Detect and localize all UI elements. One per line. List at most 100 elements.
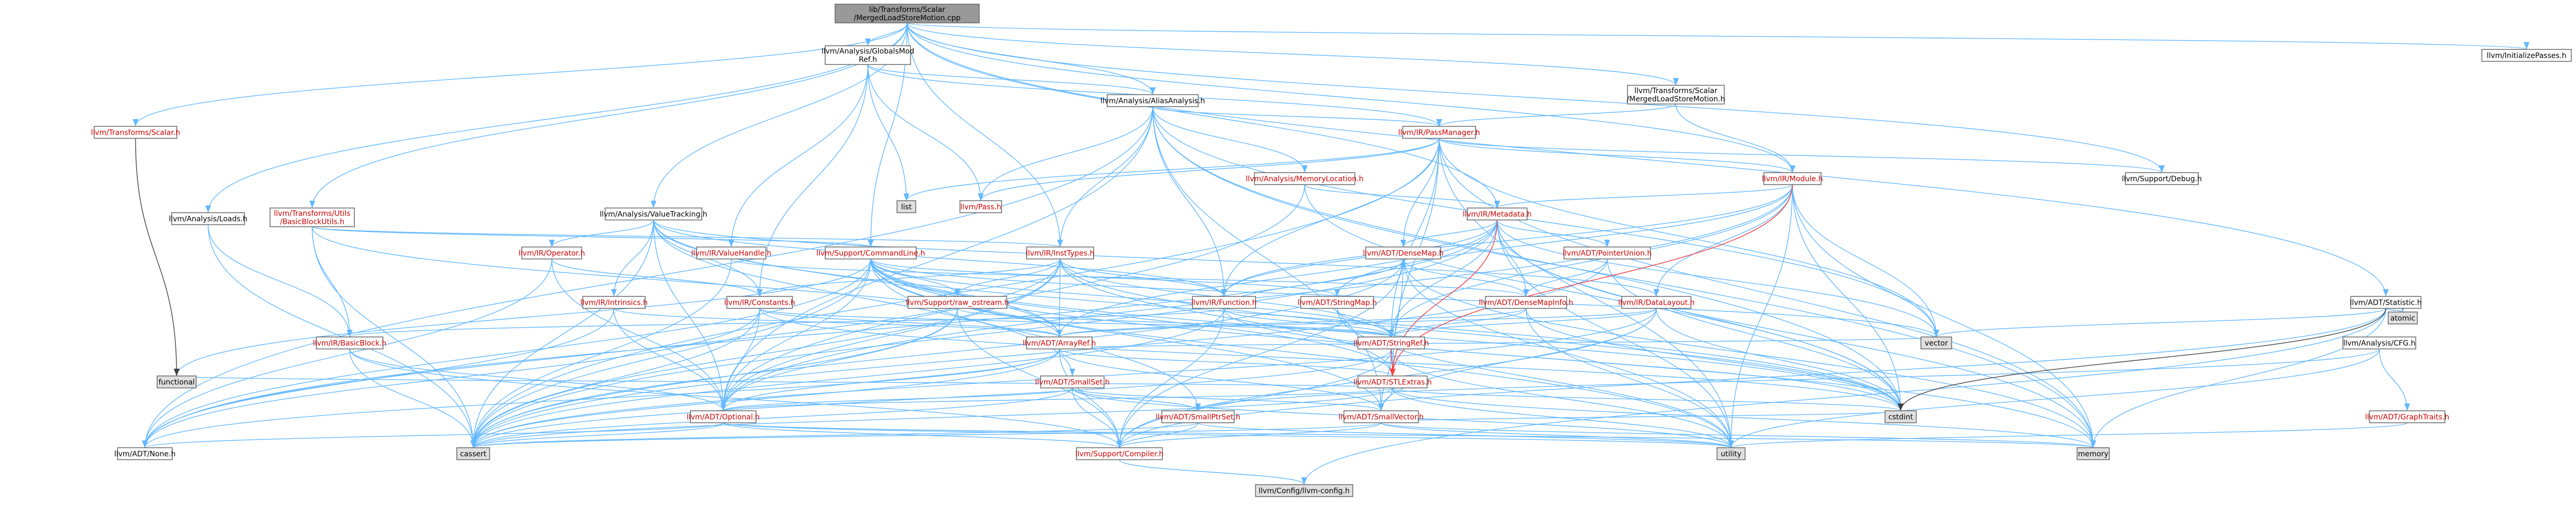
edge-metadata-to-arrayref — [1056, 219, 1498, 337]
node-constants-label: llvm/IR/Constants.h — [724, 299, 796, 307]
node-stringmap[interactable]: llvm/ADT/StringMap.h — [1298, 296, 1377, 309]
edge-smallptrset-to-cassert — [470, 422, 1199, 448]
edge-passmanager-to-utility — [1439, 138, 1734, 448]
edge-constants-to-cassert — [470, 308, 760, 448]
node-statistic-box — [2350, 296, 2421, 309]
edge-densemapinfo-to-stringref — [1388, 308, 1527, 337]
node-debug-label: llvm/Support/Debug.h — [2122, 175, 2202, 184]
edge-pointerunion-to-densemapinfo — [1523, 258, 1608, 297]
node-valuetracking[interactable]: llvm/Analysis/ValueTracking.h — [600, 207, 708, 220]
node-bbutils-label: /BasicBlockUtils.h — [280, 218, 344, 226]
edge-statistic-to-llvmconfig — [1301, 308, 2387, 485]
node-pass[interactable]: llvm/Pass.h — [959, 200, 1002, 213]
node-stringref[interactable]: llvm/ADT/StringRef.h — [1354, 336, 1429, 349]
edge-operator-to-optional — [551, 258, 726, 411]
edge-constants-to-cstdint — [759, 308, 1904, 411]
node-metadata[interactable]: llvm/IR/Metadata.h — [1463, 207, 1532, 220]
node-datalayout[interactable]: llvm/IR/DataLayout.h — [1618, 296, 1695, 309]
node-aa[interactable]: llvm/Analysis/AliasAnalysis.h — [1100, 94, 1205, 107]
node-list-label: list — [901, 203, 912, 212]
edge-densemapinfo-to-arrayref — [1056, 308, 1527, 337]
edge-aa-to-pass — [978, 106, 1154, 201]
node-stlextras-label: llvm/ADT/STLExtras.h — [1353, 379, 1432, 387]
node-smallvector[interactable]: llvm/ADT/SmallVector.h — [1339, 410, 1424, 423]
node-atomic-box — [2388, 311, 2418, 324]
edge-stlextras-to-optional — [721, 387, 1393, 411]
node-densemap-label: llvm/ADT/DenseMap.h — [1363, 250, 1443, 258]
edge-loads-to-cassert — [208, 224, 477, 448]
edge-root-to-module — [906, 22, 1796, 173]
node-cstdint: cstdint — [1885, 410, 1917, 423]
edge-stringmap-to-utility — [1337, 308, 1734, 448]
node-bbutils[interactable]: llvm/Transforms/Utils/BasicBlockUtils.h — [270, 207, 355, 227]
edge-statistic-to-vector — [1933, 308, 2387, 337]
node-compiler[interactable]: llvm/Support/Compiler.h — [1075, 447, 1164, 460]
node-scalar[interactable]: llvm/Transforms/Scalar.h — [91, 126, 181, 139]
node-rawostream[interactable]: llvm/Support/raw_ostream.h — [906, 296, 1009, 309]
edge-arrayref-to-smallvector — [1059, 348, 1384, 411]
node-smallset[interactable]: llvm/ADT/SmallSet.h — [1035, 375, 1110, 388]
node-basicblock[interactable]: llvm/IR/BasicBlock.h — [313, 336, 387, 349]
node-llvmconfig: llvm/Config/llvm-config.h — [1255, 484, 1353, 497]
edge-rawostream-to-optional — [720, 308, 958, 411]
node-intrinsics[interactable]: llvm/IR/Intrinsics.h — [580, 296, 648, 309]
edge-smallvector-to-memory — [1380, 422, 2096, 448]
node-constants[interactable]: llvm/IR/Constants.h — [724, 296, 796, 309]
node-root[interactable]: lib/Transforms/Scalar/MergedLoadStoreMot… — [835, 4, 980, 23]
node-initpasses-box — [2481, 49, 2572, 62]
node-insttypes[interactable]: llvm/IR/InstTypes.h — [1026, 246, 1095, 259]
edge-globalsmod-to-valuehandle — [728, 64, 868, 248]
edge-arrayref-to-vector — [1059, 336, 1939, 349]
node-loads-box — [171, 212, 245, 225]
node-arrayref[interactable]: llvm/ADT/ArrayRef.h — [1023, 336, 1096, 349]
edge-stlextras-to-memory — [1392, 387, 2096, 448]
edge-intrinsics-to-none — [142, 308, 614, 448]
edge-passmanager-to-debug — [1439, 138, 2165, 173]
node-none[interactable]: llvm/ADT/None.h — [114, 447, 176, 460]
edge-root-to-mlsm — [906, 22, 1679, 86]
node-memloc[interactable]: llvm/Analysis/MemoryLocation.h — [1246, 172, 1364, 185]
node-module[interactable]: llvm/IR/Module.h — [1762, 172, 1823, 185]
edge-compiler-to-llvmconfig — [1119, 459, 1307, 485]
edge-insttypes-to-constants — [757, 258, 1061, 297]
node-valuehandle[interactable]: llvm/IR/ValueHandle.h — [691, 246, 772, 259]
node-pointerunion[interactable]: llvm/ADT/PointerUnion.h — [1563, 246, 1652, 259]
node-densemapinfo[interactable]: llvm/ADT/DenseMapInfo.h — [1479, 296, 1573, 309]
node-smallptrset[interactable]: llvm/ADT/SmallPtrSet.h — [1156, 410, 1240, 423]
node-commandline[interactable]: llvm/Support/CommandLine.h — [816, 246, 925, 259]
edge-smallset-to-smallvector — [1072, 387, 1384, 411]
node-utility-box — [1716, 447, 1746, 460]
edge-datalayout-to-stringref — [1388, 308, 1657, 337]
node-function[interactable]: llvm/IR/Function.h — [1191, 296, 1257, 309]
node-debug-box — [2125, 172, 2199, 185]
node-debug[interactable]: llvm/Support/Debug.h — [2122, 172, 2202, 185]
node-utility-label: utility — [1721, 450, 1741, 459]
edge-optional-to-cassert — [470, 422, 724, 448]
edge-datalayout-to-cstdint — [1656, 308, 1904, 411]
node-mlsm[interactable]: llvm/Transforms/Scalar/MergedLoadStoreMo… — [1627, 85, 1725, 105]
node-optional[interactable]: llvm/ADT/Optional.h — [687, 410, 760, 423]
edge-aa-to-cstdint — [1152, 106, 1904, 411]
node-statistic[interactable]: llvm/ADT/Statistic.h — [2350, 296, 2422, 309]
node-stlextras[interactable]: llvm/ADT/STLExtras.h — [1353, 375, 1432, 388]
node-insttypes-label: llvm/IR/InstTypes.h — [1026, 250, 1095, 258]
edge-metadata-to-pointerunion — [1496, 219, 1610, 248]
edge-function-to-basicblock — [347, 308, 1225, 337]
node-densemap[interactable]: llvm/ADT/DenseMap.h — [1363, 246, 1444, 259]
edge-passmanager-to-list — [903, 138, 1440, 201]
node-graphtraits[interactable]: llvm/ADT/GraphTraits.h — [2365, 410, 2450, 423]
node-smallvector-label: llvm/ADT/SmallVector.h — [1339, 413, 1424, 422]
node-loads[interactable]: llvm/Analysis/Loads.h — [169, 212, 248, 225]
node-passmanager[interactable]: llvm/IR/PassManager.h — [1398, 126, 1480, 139]
edge-smallvector-to-cassert — [470, 422, 1382, 448]
edge-module-to-vector — [1792, 184, 1940, 337]
edge-metadata-to-stringref — [1388, 219, 1498, 337]
node-cfg[interactable]: llvm/Analysis/CFG.h — [2342, 336, 2416, 349]
node-graphtraits-label: llvm/ADT/GraphTraits.h — [2365, 413, 2450, 422]
node-initpasses[interactable]: llvm/InitializePasses.h — [2481, 49, 2572, 62]
node-operator[interactable]: llvm/IR/Operator.h — [519, 246, 585, 259]
node-compiler-box — [1076, 447, 1163, 460]
edge-memloc-to-metadata — [1304, 184, 1500, 209]
node-stringref-label: llvm/ADT/StringRef.h — [1354, 340, 1429, 348]
